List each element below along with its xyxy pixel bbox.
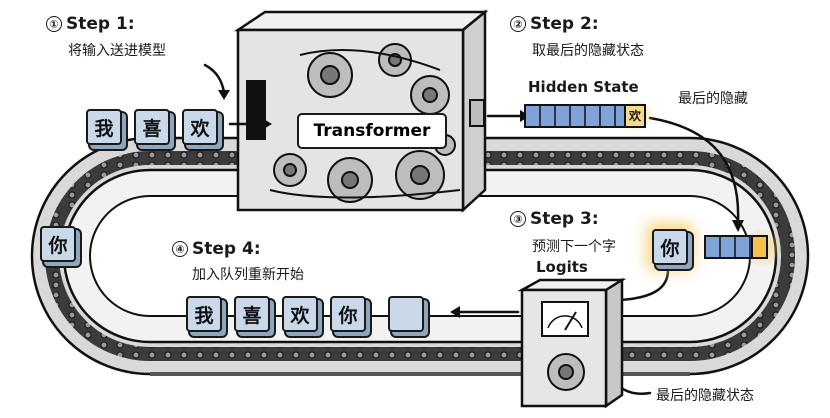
queue-token-tile: 欢: [282, 296, 318, 332]
step2-desc: 取最后的隐藏状态: [532, 43, 644, 59]
gauge-needle: [564, 311, 577, 331]
step1-desc: 将输入送进模型: [68, 43, 166, 59]
step2-title: ② Step 2:: [510, 14, 599, 34]
gear-icon: [273, 43, 456, 203]
step4-desc: 加入队列重新开始: [192, 267, 304, 283]
queue-empty-slot: [388, 296, 424, 332]
step3-number: ③: [510, 211, 526, 227]
step4-number: ④: [172, 241, 188, 257]
step2-number: ②: [510, 16, 526, 32]
step2-label: Step 2:: [530, 14, 599, 34]
step1-label: Step 1:: [66, 14, 135, 34]
step3-title: ③ Step 3:: [510, 209, 599, 229]
logits-pointer: [618, 385, 652, 395]
logits-title: Logits: [536, 258, 588, 276]
belt-token-tile: 你: [40, 226, 76, 262]
hidden-state-last-token: 欢: [628, 109, 641, 123]
last-hidden-vector: [704, 228, 782, 268]
to-vector-arrow: [648, 116, 740, 224]
step3-desc: 预测下一个字: [532, 239, 616, 255]
transformer-box: [233, 9, 489, 213]
to-logits-arrow: [618, 268, 670, 302]
queue-token-tile: 我: [186, 296, 222, 332]
transformer-label: Transformer: [297, 113, 447, 149]
queue-token-tile: 你: [330, 296, 366, 332]
predicted-token-tile: 你: [652, 229, 688, 265]
step3-label: Step 3:: [530, 209, 599, 229]
input-token-tile: 欢: [182, 109, 218, 145]
gear-icon: [547, 353, 585, 391]
input-token-tile: 喜: [134, 109, 170, 145]
step1-title: ① Step 1:: [46, 14, 135, 34]
logits-callout: 最后的隐藏状态: [656, 388, 754, 404]
logits-machine: [517, 277, 627, 409]
hidden-state-callout: 最后的隐藏: [678, 91, 748, 107]
queue-token-tile: 喜: [234, 296, 270, 332]
hidden-state-vector: [524, 98, 654, 132]
step1-number: ①: [46, 16, 62, 32]
step1-pointer: [203, 63, 226, 94]
input-token-tile: 我: [86, 109, 122, 145]
hidden-state-title: Hidden State: [528, 78, 639, 96]
step4-label: Step 4:: [192, 239, 261, 259]
step4-title: ④ Step 4:: [172, 239, 261, 259]
